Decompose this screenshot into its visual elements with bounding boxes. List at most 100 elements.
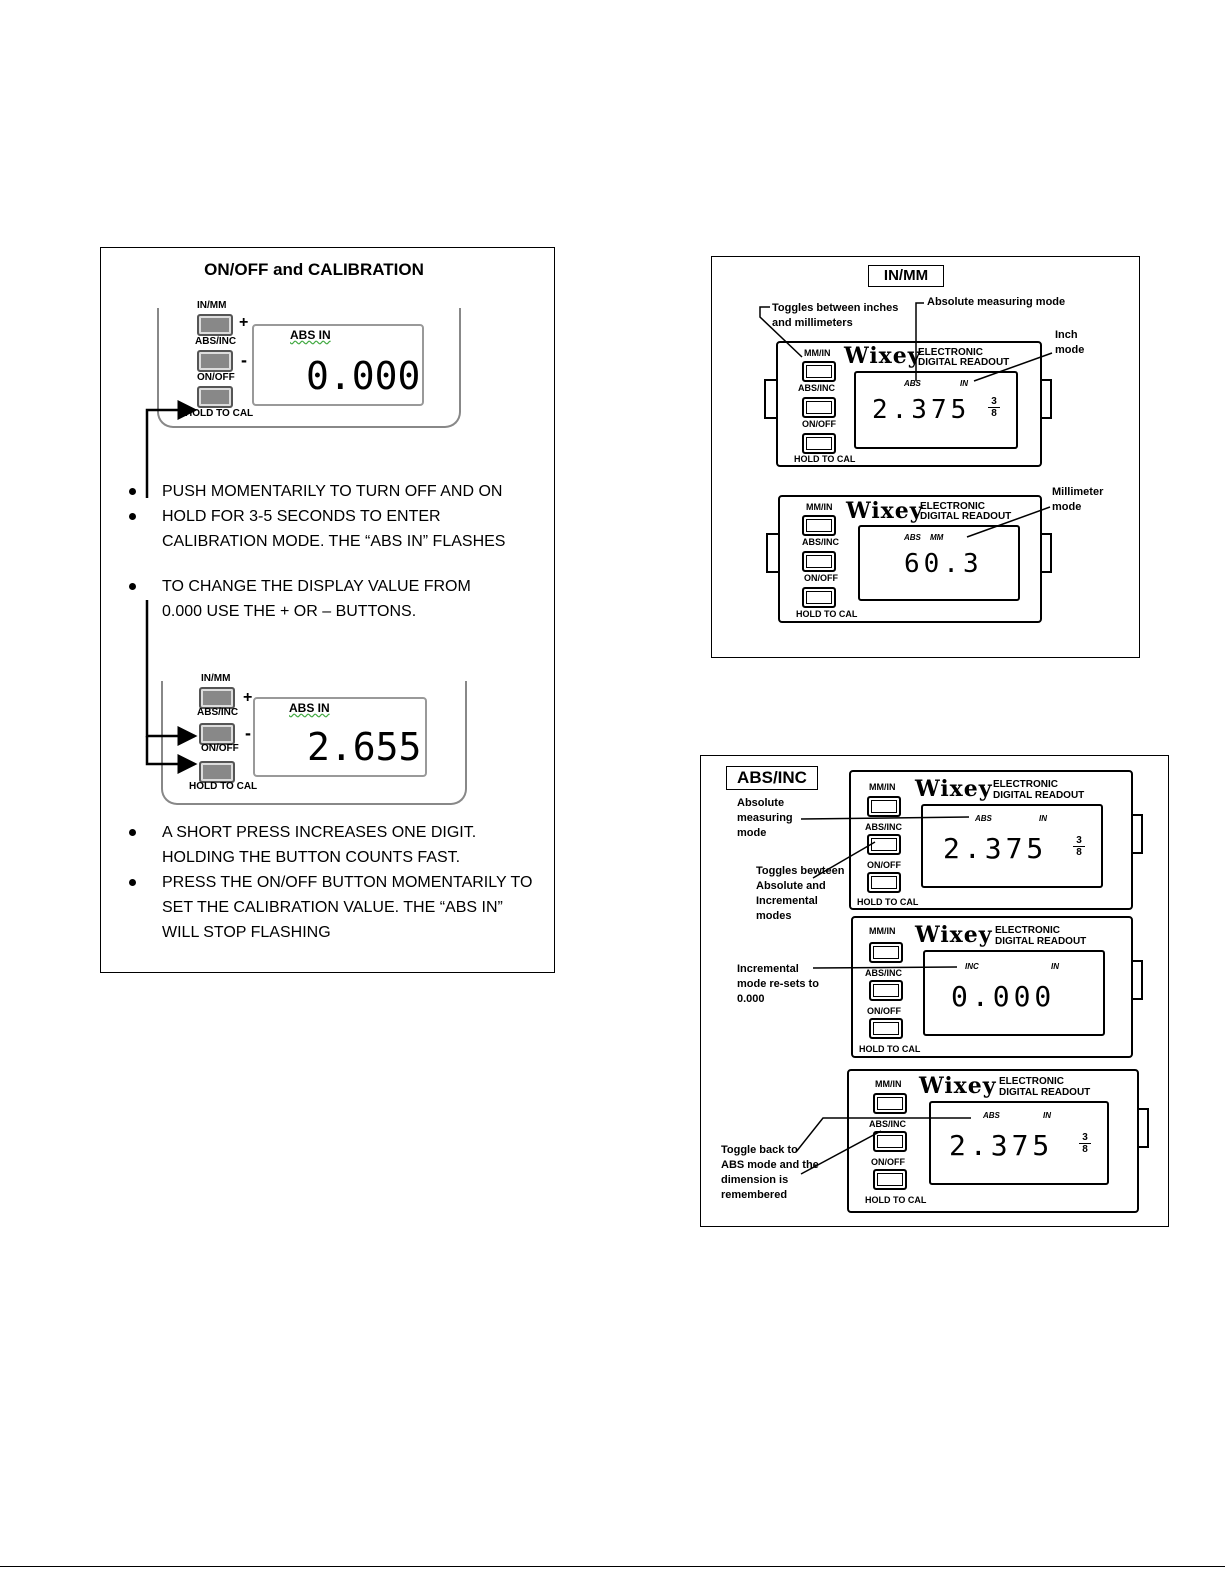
wixey-device-abs-return: MM/IN ABS/INC ON/OFF HOLD TO CAL Wixey E…: [847, 1069, 1139, 1213]
fraction-numerator: 3: [988, 397, 1000, 408]
ann-millimeter-mode: Millimeter mode: [1052, 486, 1104, 513]
brand-line-1: ELECTRONIC: [995, 925, 1060, 936]
lcd-value: 2.375: [949, 1129, 1054, 1162]
mm-in-button[interactable]: [869, 942, 903, 963]
fraction-numerator: 3: [1079, 1133, 1091, 1144]
lcd-screen: ABS IN 2.375 3 8: [854, 371, 1018, 449]
in-mm-leader-lines: [759, 302, 1053, 538]
in-mm-label: IN/MM: [201, 673, 231, 684]
ann-absolute-mode: Absolute measuring mode: [737, 797, 793, 839]
ann-incremental: Incremental mode re-sets to 0.000: [737, 963, 819, 1005]
bullet-push-momentarily: PUSH MOMENTARILY TO TURN OFF AND ON: [162, 483, 503, 500]
calibration-device-top: IN/MM ABS/INC ON/OFF HOLD TO CAL + - ABS…: [157, 300, 461, 428]
on-off-button[interactable]: [802, 587, 836, 608]
minus-sign: -: [245, 723, 251, 743]
bullet-hold-calibration: HOLD FOR 3-5 SECONDS TO ENTER CALIBRATIO…: [162, 508, 506, 550]
mm-in-button[interactable]: [867, 796, 901, 817]
hold-to-cal-label: HOLD TO CAL: [189, 781, 258, 792]
inc-indicator: INC: [965, 962, 979, 971]
in-indicator: IN: [1039, 814, 1047, 823]
bullet-short-press: A SHORT PRESS INCREASES ONE DIGIT. HOLDI…: [162, 824, 477, 866]
abs-inc-button[interactable]: [802, 551, 836, 572]
abs-inc-label: ABS/INC: [798, 383, 836, 393]
lcd-screen: ABS IN 2.655: [253, 697, 427, 777]
plus-sign: +: [243, 689, 253, 706]
abs-inc-button[interactable]: [199, 723, 235, 745]
abs-inc-button[interactable]: [867, 834, 901, 855]
calibration-panel: ON/OFF and CALIBRATION IN/MM ABS/INC ON/…: [100, 247, 555, 973]
abs-inc-label: ABS/INC: [865, 968, 903, 978]
abs-inc-button[interactable]: [873, 1131, 907, 1152]
ann-absolute-mode: Absolute measuring mode: [927, 296, 1066, 308]
on-off-button[interactable]: [867, 872, 901, 893]
abs-inc-label: ABS/INC: [869, 1119, 907, 1129]
abs-in-indicator: ABS IN: [290, 328, 331, 342]
abs-inc-button[interactable]: [197, 350, 233, 372]
fraction-denominator: 8: [1076, 847, 1082, 858]
brand-line-2: DIGITAL READOUT: [920, 511, 1012, 522]
on-off-label: ON/OFF: [197, 372, 235, 383]
brand-line-1: ELECTRONIC: [993, 779, 1058, 790]
on-off-button[interactable]: [199, 761, 235, 783]
wixey-logo: Wixey: [915, 776, 993, 802]
ann-toggles: Toggles bewteen Absolute and Incremental…: [756, 865, 845, 922]
abs-indicator: ABS: [904, 533, 921, 542]
on-off-button[interactable]: [869, 1018, 903, 1039]
in-mm-button[interactable]: [199, 687, 235, 709]
in-indicator: IN: [960, 379, 968, 388]
mm-in-button[interactable]: [802, 515, 836, 536]
wixey-logo: Wixey: [846, 498, 924, 524]
lcd-value: 2.375: [872, 395, 971, 425]
wixey-logo: Wixey: [915, 922, 993, 948]
in-mm-title: IN/MM: [868, 265, 944, 287]
bullet-dot: [129, 488, 136, 495]
hold-to-cal-label: HOLD TO CAL: [796, 609, 858, 619]
lcd-screen: ABS IN 2.375 3 8: [929, 1101, 1109, 1185]
on-off-label: ON/OFF: [804, 573, 838, 583]
abs-inc-title: ABS/INC: [726, 766, 818, 790]
mm-in-label: MM/IN: [869, 782, 896, 792]
on-off-button[interactable]: [802, 433, 836, 454]
hold-to-cal-label: HOLD TO CAL: [857, 897, 919, 907]
in-mm-button[interactable]: [197, 314, 233, 336]
mm-in-label: MM/IN: [869, 926, 896, 936]
calibration-device-bottom: IN/MM ABS/INC ON/OFF HOLD TO CAL + - ABS…: [161, 673, 467, 805]
brand-line-2: DIGITAL READOUT: [918, 357, 1010, 368]
abs-inc-button[interactable]: [802, 397, 836, 418]
abs-inc-panel: ABS/INC Absolute measuring mode Toggles …: [700, 755, 1169, 1227]
in-indicator: IN: [1043, 1111, 1051, 1120]
on-off-button[interactable]: [873, 1169, 907, 1190]
abs-indicator: ABS: [975, 814, 992, 823]
brand-line-2: DIGITAL READOUT: [999, 1087, 1091, 1098]
lcd-value: 2.655: [307, 725, 422, 769]
ann-inch-mode: Inch mode: [1055, 329, 1085, 356]
mm-in-button[interactable]: [873, 1093, 907, 1114]
abs-inc-leader-lines: [795, 816, 971, 1175]
wixey-logo: Wixey: [919, 1073, 997, 1099]
bullet-press-on-off: PRESS THE ON/OFF BUTTON MOMENTARILY TO S…: [162, 874, 533, 941]
fraction-denominator: 8: [991, 408, 997, 419]
abs-in-indicator: ABS IN: [289, 701, 330, 715]
on-off-button[interactable]: [197, 386, 233, 408]
bullet-change-value: TO CHANGE THE DISPLAY VALUE FROM 0.000 U…: [162, 578, 471, 620]
in-indicator: IN: [1051, 962, 1059, 971]
calibration-arrows: [145, 400, 198, 774]
wixey-logo: Wixey: [844, 343, 922, 369]
hold-to-cal-label: HOLD TO CAL: [794, 454, 856, 464]
footer-rule: [0, 1566, 1225, 1567]
lcd-value: 0.000: [306, 354, 421, 398]
bullet-dot: [129, 829, 136, 836]
mm-in-button[interactable]: [802, 361, 836, 382]
on-off-label: ON/OFF: [867, 860, 901, 870]
bullet-dot: [129, 583, 136, 590]
abs-inc-button[interactable]: [869, 980, 903, 1001]
in-mm-label: IN/MM: [197, 300, 227, 311]
abs-indicator: ABS: [904, 379, 921, 388]
wixey-device-inc: MM/IN ABS/INC ON/OFF HOLD TO CAL Wixey E…: [851, 916, 1133, 1058]
lcd-value: 60.3: [904, 549, 983, 579]
lcd-value: 0.000: [951, 980, 1056, 1013]
hold-to-cal-label: HOLD TO CAL: [865, 1195, 927, 1205]
lcd-screen: INC IN 0.000: [923, 950, 1105, 1036]
abs-indicator: ABS: [983, 1111, 1000, 1120]
fraction-denominator: 8: [1082, 1144, 1088, 1155]
